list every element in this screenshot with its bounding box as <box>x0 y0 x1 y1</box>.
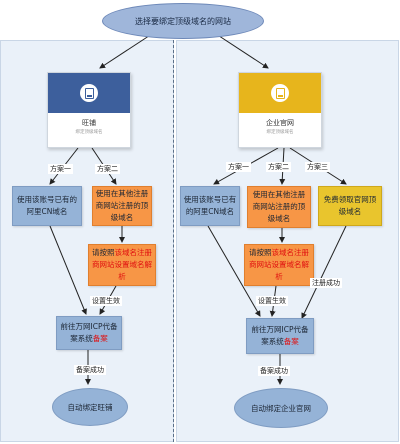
right-option1-label: 方案一 <box>226 162 251 172</box>
arrow-right-box3-icp <box>301 225 347 319</box>
left-dns-setup-box: 请按照该域名注册商网站设置域名解析 <box>88 244 156 286</box>
panel-divider <box>173 40 174 442</box>
document-icon <box>84 87 94 99</box>
left-other-registrar-box: 使用在其他注册商网站注册的顶级域名 <box>92 186 152 226</box>
arrow-right-box1-icp <box>207 225 261 317</box>
shop-card-subtitle: 绑定顶级域名 <box>75 130 103 135</box>
shop-card: 旺铺 绑定顶级域名 <box>47 72 131 148</box>
left-option2-label: 方案二 <box>95 164 120 174</box>
right-free-domain-box: 免费领取官网顶级域名 <box>318 186 382 226</box>
website-card: 企业官网 绑定顶级域名 <box>238 72 322 148</box>
right-other-registrar-box: 使用在其他注册商网站注册的顶级域名 <box>247 186 311 228</box>
right-option2-label: 方案二 <box>266 162 291 172</box>
website-card-subtitle: 绑定顶级域名 <box>266 130 294 135</box>
right-register-done-label: 注册成功 <box>310 278 342 288</box>
right-setting-done-label: 设置生效 <box>256 296 288 306</box>
left-final-node: 自动绑定旺铺 <box>52 388 128 426</box>
arrow-left-box1-icp <box>49 225 87 315</box>
start-node: 选择要绑定顶级域名的网站 <box>102 3 264 39</box>
left-icp-box: 前往万网ICP代备案系统备案 <box>56 316 122 350</box>
website-card-title: 企业官网 <box>266 119 294 127</box>
right-cn-domain-box: 使用该账号已有的阿里CN域名 <box>180 186 240 226</box>
shop-card-title: 旺铺 <box>82 119 96 127</box>
document-icon <box>275 87 285 99</box>
right-final-node: 自动绑定企业官网 <box>234 388 328 428</box>
right-dns-setup-box: 请按照该域名注册商网站设置域名解析 <box>244 244 314 286</box>
left-setting-done-label: 设置生效 <box>90 296 122 306</box>
left-filing-done-label: 备案成功 <box>74 365 106 375</box>
left-option1-label: 方案一 <box>48 164 73 174</box>
right-filing-done-label: 备案成功 <box>258 366 290 376</box>
left-cn-domain-box: 使用该账号已有的阿里CN域名 <box>12 186 82 226</box>
right-icp-box: 前往万网ICP代备案系统备案 <box>246 318 314 354</box>
right-option3-label: 方案三 <box>305 162 330 172</box>
